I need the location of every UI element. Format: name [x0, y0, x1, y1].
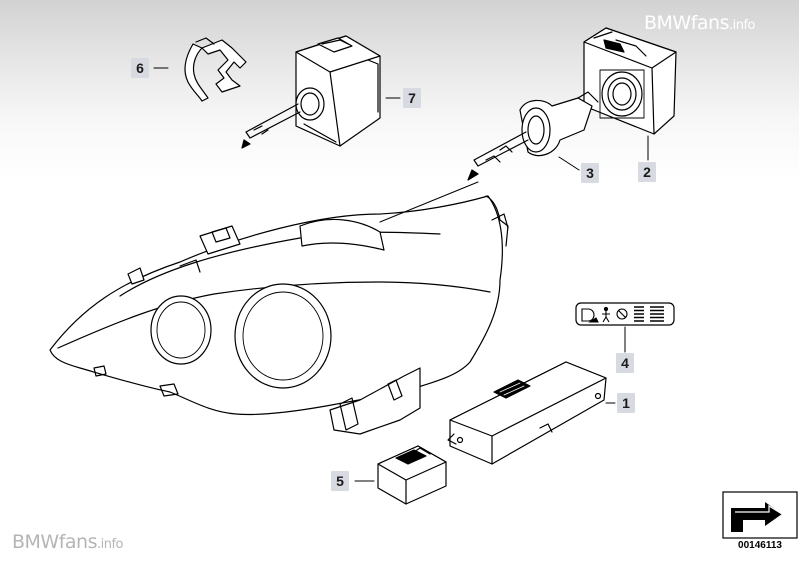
- housing-cover-part: [583, 27, 677, 135]
- indicator-strip-part: [575, 302, 675, 326]
- watermark-suffix: .info: [729, 18, 756, 33]
- watermark-brand: BMWfans: [644, 12, 730, 34]
- watermark-top: BMWfans.info: [644, 12, 756, 34]
- watermark-suffix: .info: [97, 537, 124, 552]
- clamp-spring-part: [184, 37, 247, 102]
- callout-4[interactable]: 4: [616, 353, 634, 373]
- callout-6[interactable]: 6: [131, 58, 149, 78]
- watermark-bottom: BMWfans.info: [12, 531, 124, 553]
- leader-lines: [153, 67, 649, 482]
- headlight-range-indicator-icon: [581, 306, 664, 323]
- callout-3[interactable]: 3: [581, 163, 599, 183]
- control-unit-part: [447, 361, 607, 465]
- callout-2[interactable]: 2: [638, 162, 656, 182]
- headlight-assembly: [49, 195, 509, 435]
- diagram-number: 00146113: [738, 540, 782, 551]
- module-part: [377, 445, 447, 505]
- callout-5[interactable]: 5: [331, 471, 349, 491]
- forward-arrow-icon: [722, 491, 798, 539]
- xenon-bulb-part: [467, 91, 599, 181]
- callout-7[interactable]: 7: [403, 88, 421, 108]
- callout-1[interactable]: 1: [617, 393, 635, 413]
- watermark-brand: BMWfans: [12, 531, 98, 553]
- igniter-unit-part: [241, 35, 381, 149]
